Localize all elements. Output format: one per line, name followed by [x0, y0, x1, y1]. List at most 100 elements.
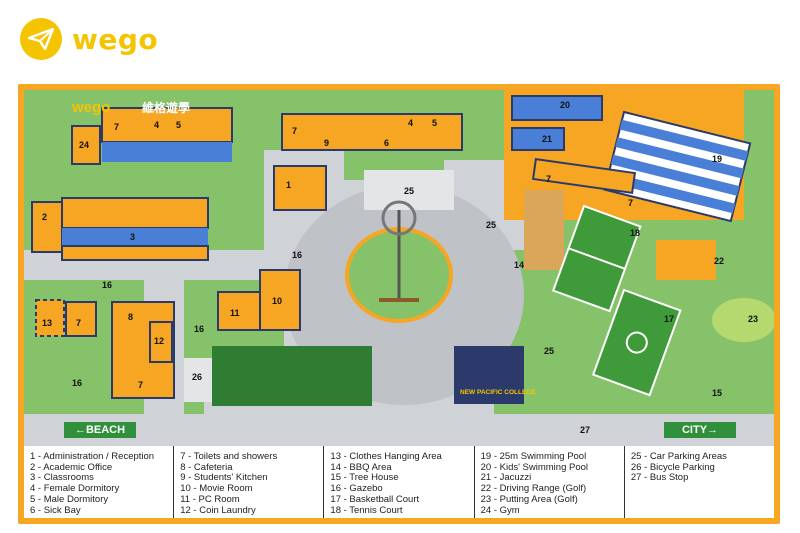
- label-1: 1: [286, 180, 291, 190]
- label-16c: 16: [194, 324, 204, 334]
- label-21: 21: [542, 134, 552, 144]
- legend-item: 4 - Female Dormitory: [30, 483, 120, 495]
- map-svg: 24 7 4 5 7 9 6 4 5 1 2 3 25 25 14 20 21 …: [24, 90, 774, 416]
- classrooms-south: [61, 245, 209, 261]
- legend-item: 19 - 25m Swimming Pool: [480, 451, 587, 462]
- legend-item: 14 - BBQ Area: [330, 461, 392, 473]
- legend-item: 3 - Classrooms: [30, 472, 94, 484]
- label-5a: 5: [176, 120, 181, 130]
- legend-item: 12 - Coin Laundry: [180, 504, 256, 516]
- legend-item: 13 - Clothes Hanging Area: [330, 451, 442, 462]
- legend-item: 17 - Basketball Court: [330, 493, 420, 505]
- parking-north: [364, 170, 454, 210]
- label-9: 9: [324, 138, 329, 148]
- label-11: 11: [230, 308, 240, 318]
- label-10: 10: [272, 296, 282, 306]
- academic-office: [31, 201, 63, 253]
- legend-item: 21 - Jacuzzi: [480, 472, 532, 484]
- classrooms: [61, 197, 209, 229]
- map-legend: 1 - Administration / Reception 2 - Acade…: [24, 446, 774, 518]
- clothes-hanging-area: [35, 299, 65, 337]
- tree-grove: [212, 346, 372, 406]
- label-20: 20: [560, 100, 570, 110]
- legend-column-3: 13 - Clothes Hanging Area 14 - BBQ Area …: [324, 446, 475, 518]
- map-brand-cn: 維格遊學: [142, 100, 190, 115]
- dormitory-west-roof: [102, 142, 232, 162]
- label-4b: 4: [408, 118, 413, 128]
- legend-item: 16 - Gazebo: [330, 483, 383, 495]
- label-26: 26: [192, 372, 202, 382]
- wego-logo: wego: [20, 18, 158, 60]
- label-7a: 7: [114, 122, 119, 132]
- label-26b: 25: [404, 186, 414, 196]
- city-direction: CITY→: [664, 422, 736, 438]
- label-4a: 4: [154, 120, 159, 130]
- legend-item: 22 - Driving Range (Golf): [480, 483, 587, 495]
- legend-column-5: 25 - Car Parking Areas 26 - Bicycle Park…: [625, 446, 774, 518]
- legend-item: 9 - Students' Kitchen: [180, 472, 268, 484]
- label-22: 22: [714, 256, 724, 266]
- legend-item: 18 - Tennis Court: [330, 504, 403, 516]
- map-area: 24 7 4 5 7 9 6 4 5 1 2 3 25 25 14 20 21 …: [24, 90, 774, 416]
- legend-item: 25 - Car Parking Areas: [630, 451, 727, 462]
- movie-room: [259, 269, 301, 331]
- coin-laundry: [149, 321, 173, 363]
- classrooms-roof: [62, 228, 208, 246]
- label-5b: 5: [432, 118, 437, 128]
- driving-range: [656, 240, 716, 280]
- label-15: 15: [712, 388, 722, 398]
- administration: [273, 165, 327, 211]
- swimming-pool: [603, 110, 752, 223]
- college-sign: NEW PACIFIC COLLEGE: [460, 389, 536, 396]
- label-2: 2: [42, 212, 47, 222]
- legend-item: 8 - Cafeteria: [180, 461, 233, 473]
- putting-area: [712, 298, 774, 342]
- label-7b: 7: [292, 126, 297, 136]
- label-25a: 25: [486, 220, 496, 230]
- legend-item: 6 - Sick Bay: [30, 504, 81, 516]
- label-18: 18: [630, 228, 640, 238]
- road-label: 27: [580, 425, 591, 435]
- tennis-court: [551, 204, 642, 313]
- gym: [71, 125, 101, 165]
- map-brand: wego: [71, 99, 110, 116]
- label-8: 8: [128, 312, 133, 322]
- kids-pool: [511, 95, 603, 121]
- basketball-court: [591, 288, 682, 397]
- legend-item: 27 - Bus Stop: [630, 472, 689, 484]
- main-road: ←BEACH 27 CITY→: [24, 414, 774, 446]
- jacuzzi: [511, 127, 565, 151]
- label-23: 23: [748, 314, 758, 324]
- beach-direction: ←BEACH: [64, 422, 136, 438]
- legend-item: 11 - PC Room: [180, 493, 240, 505]
- legend-item: 2 - Academic Office: [30, 461, 113, 473]
- label-16b: 16: [102, 280, 112, 290]
- legend-item: 7 - Toilets and showers: [180, 451, 278, 462]
- legend-item: 15 - Tree House: [330, 472, 399, 484]
- paper-plane-icon: [20, 18, 62, 60]
- legend-item: 1 - Administration / Reception: [30, 451, 155, 462]
- label-3: 3: [130, 232, 135, 242]
- legend-item: 5 - Male Dormitory: [30, 493, 109, 505]
- college-sign-board: [454, 346, 524, 404]
- dormitory-west: [101, 107, 233, 143]
- label-16a: 16: [292, 250, 302, 260]
- label-13: 13: [42, 318, 52, 328]
- label-14: 14: [514, 260, 524, 270]
- label-7d: 7: [628, 198, 633, 208]
- legend-item: 24 - Gym: [480, 504, 520, 516]
- label-17: 17: [664, 314, 674, 324]
- legend-item: 26 - Bicycle Parking: [630, 461, 715, 473]
- map-number-labels: 24 7 4 5 7 9 6 4 5 1 2 3 25 25 14 20 21 …: [42, 100, 758, 398]
- label-7f: 7: [138, 380, 143, 390]
- label-19: 19: [712, 154, 722, 164]
- legend-item: 23 - Putting Area (Golf): [480, 493, 578, 505]
- legend-item: 20 - Kids' Swimming Pool: [480, 461, 589, 473]
- bbq-area: [524, 190, 564, 270]
- label-7e: 7: [76, 318, 81, 328]
- label-gym: 24: [79, 140, 89, 150]
- bicycle-parking: [184, 358, 214, 402]
- toilet-block-west: [65, 301, 97, 337]
- label-7c: 7: [546, 174, 551, 184]
- campus-map: 24 7 4 5 7 9 6 4 5 1 2 3 25 25 14 20 21 …: [18, 84, 780, 524]
